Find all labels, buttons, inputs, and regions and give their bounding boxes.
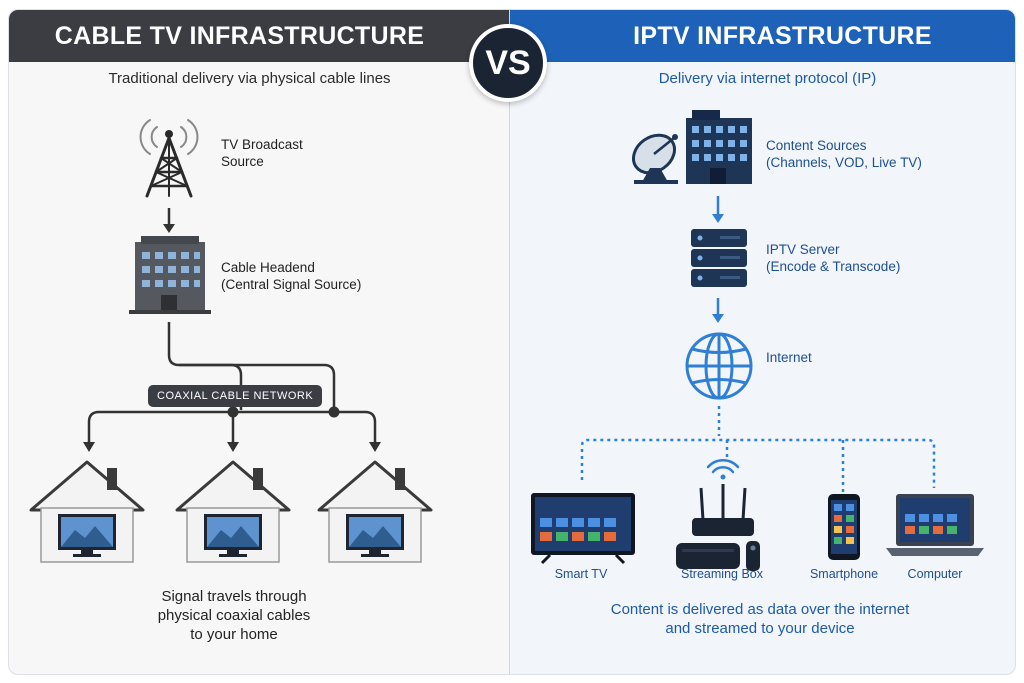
- server-to-internet-arrow: [712, 298, 724, 323]
- streaming-box-icon: [676, 484, 760, 571]
- iptv-footer: Content is delivered as data over the in…: [540, 600, 980, 638]
- content-building-icon: [686, 110, 752, 184]
- sources-to-server-arrow: [712, 196, 724, 223]
- arrow-down-icon: [227, 442, 239, 452]
- internet-title: Internet: [766, 350, 812, 365]
- arrow-down-icon: [83, 442, 95, 452]
- arrow-down-icon: [369, 442, 381, 452]
- junction-node: [328, 406, 340, 418]
- device-label-smartphone: Smartphone: [809, 567, 879, 581]
- cable-tv-panel: CABLE TV INFRASTRUCTURE Traditional deli…: [8, 9, 510, 675]
- globe-icon: [685, 332, 753, 400]
- headend-label: Cable Headend (Central Signal Source): [221, 259, 361, 293]
- computer-icon: [886, 494, 984, 556]
- headend-building-icon: [129, 236, 211, 314]
- house-icon: [175, 460, 291, 563]
- content-sources-label: Content Sources (Channels, VOD, Live TV): [766, 137, 922, 171]
- headend-label-line2: (Central Signal Source): [221, 277, 362, 292]
- house-icon: [29, 460, 145, 563]
- device-label-smart-tv: Smart TV: [554, 567, 608, 581]
- tower-label-line1: TV Broadcast: [221, 137, 303, 152]
- smartphone-icon: [828, 494, 860, 560]
- headend-label-line1: Cable Headend: [221, 260, 315, 275]
- cable-footer-line3: to your home: [190, 626, 278, 643]
- device-label-computer: Computer: [907, 567, 963, 581]
- iptv-header: IPTV INFRASTRUCTURE: [510, 10, 1015, 62]
- content-sources-title: Content Sources: [766, 138, 867, 153]
- coaxial-network-tag: COAXIAL CABLE NETWORK: [148, 385, 323, 407]
- internet-label: Internet: [766, 349, 812, 366]
- tower-label: TV Broadcast Source: [221, 136, 303, 170]
- cable-footer-line2: physical coaxial cables: [157, 607, 311, 624]
- iptv-subtitle: Delivery via internet protocol (IP): [658, 70, 877, 87]
- content-sources-sub: (Channels, VOD, Live TV): [766, 155, 922, 170]
- coaxial-cable-lines: [87, 322, 377, 444]
- broadcast-tower-icon: [139, 119, 199, 198]
- internet-distribution-lines: [580, 406, 936, 494]
- vs-badge: VS: [469, 24, 547, 102]
- iptv-footer-line2: and streamed to your device: [665, 620, 855, 637]
- cable-tv-diagram: [29, 119, 433, 563]
- tower-label-line2: Source: [221, 154, 264, 169]
- tower-to-headend-arrow: [163, 208, 175, 233]
- junction-node: [227, 406, 239, 418]
- iptv-server-label: IPTV Server (Encode & Transcode): [766, 241, 900, 275]
- house-icon: [317, 460, 433, 563]
- iptv-server-title: IPTV Server: [766, 242, 840, 257]
- iptv-server-sub: (Encode & Transcode): [766, 259, 901, 274]
- smart-tv-icon: [531, 493, 635, 565]
- device-label-streaming-box: Streaming Box: [681, 567, 763, 581]
- iptv-panel: IPTV INFRASTRUCTURE Delivery via interne…: [509, 9, 1016, 675]
- iptv-footer-line1: Content is delivered as data over the in…: [610, 601, 910, 618]
- cable-footer-line1: Signal travels through: [161, 588, 307, 605]
- cable-tv-header: CABLE TV INFRASTRUCTURE: [9, 10, 510, 62]
- cable-tv-subtitle: Traditional delivery via physical cable …: [108, 70, 391, 87]
- iptv-diagram: [531, 110, 984, 571]
- wifi-icon: [706, 458, 740, 480]
- server-icon: [691, 229, 747, 287]
- cable-tv-footer: Signal travels through physical coaxial …: [119, 587, 349, 644]
- satellite-dish-icon: [632, 133, 678, 184]
